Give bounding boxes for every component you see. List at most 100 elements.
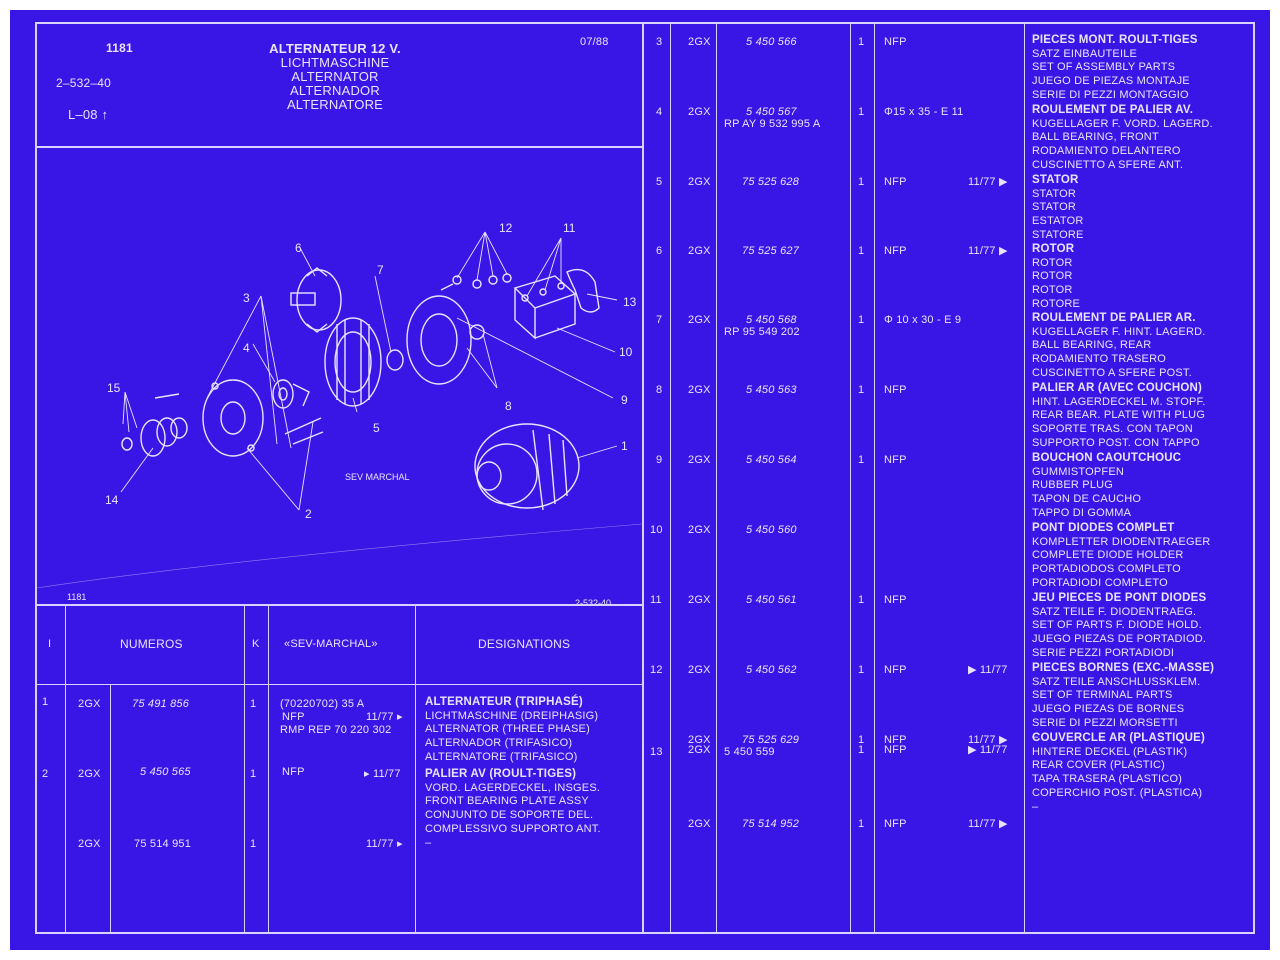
row-maker: NFP xyxy=(884,36,907,48)
callout-2: 2 xyxy=(305,507,312,521)
row-qty-2: 1 xyxy=(858,744,865,756)
row-qty: 1 xyxy=(858,314,865,326)
row-maker: NFP xyxy=(884,734,907,746)
row-number: 5 450 562 xyxy=(746,664,797,676)
designation-line: ROTOR xyxy=(1032,284,1073,297)
row-number: 5 450 566 xyxy=(746,36,797,48)
row-number: 5 450 567 xyxy=(746,106,797,118)
designation-line: SET OF TERMINAL PARTS xyxy=(1032,689,1173,702)
designation-line: JEU PIECES DE PONT DIODES xyxy=(1032,592,1207,604)
designation-line: ROTORE xyxy=(1032,297,1081,310)
row-maker: NFP xyxy=(884,176,907,188)
callout-15: 15 xyxy=(107,381,121,395)
row-qty: 1 xyxy=(250,768,257,780)
row-qty: 1 xyxy=(858,594,865,606)
col-header-k: K xyxy=(252,638,260,650)
row-index: 3 xyxy=(656,36,663,48)
parts-sheet: 1181 2–532–40 L–08 ↑ 07/88 ALTERNATEUR 1… xyxy=(10,10,1270,950)
col-rule-l1 xyxy=(65,604,66,934)
callout-1: 1 xyxy=(621,439,628,453)
row-qty: 1 xyxy=(858,384,865,396)
callout-8: 8 xyxy=(505,399,512,413)
designation-line: SUPPORTO POST. CON TAPPO xyxy=(1032,436,1200,449)
row-number: 5 450 568 xyxy=(746,314,797,326)
designation-line: COMPLESSIVO SUPPORTO ANT. xyxy=(425,822,601,835)
designation-line: PIECES BORNES (EXC.-MASSE) xyxy=(1032,662,1215,674)
col-header-numeros: NUMEROS xyxy=(120,637,183,651)
leader-lines xyxy=(37,231,642,589)
callout-numbers: 1 2 3 4 5 6 7 8 9 10 11 12 13 14 15 SEV … xyxy=(67,221,637,604)
row-number: 5 450 561 xyxy=(746,594,797,606)
designation-line: VORD. LAGERDECKEL, INSGES. xyxy=(425,781,601,794)
row-designation: PALIER AV (ROULT-TIGES) VORD. LAGERDECKE… xyxy=(425,768,601,850)
designation-line: KUGELLAGER F. VORD. LAGERD. xyxy=(1032,117,1213,130)
stator-part xyxy=(324,317,382,407)
designation-line: ROTOR xyxy=(1032,270,1073,283)
page-divider xyxy=(642,22,644,934)
row-maker: NFP xyxy=(884,454,907,466)
row-qty: 1 xyxy=(250,838,257,850)
row-maker: NFP xyxy=(884,818,907,830)
col-rule-r1 xyxy=(670,22,671,934)
designation-line: SATZ EINBAUTEILE xyxy=(1032,47,1138,60)
header-title: ALTERNATEUR 12 V. LICHTMASCHINE ALTERNAT… xyxy=(240,42,430,112)
assembled-alternator xyxy=(474,423,580,511)
designation-line: SOPORTE TRAS. CON TAPON xyxy=(1032,423,1193,436)
row-type: 2GX xyxy=(688,594,711,606)
designation-line: STATOR xyxy=(1032,174,1079,186)
row-index: 12 xyxy=(650,664,663,676)
designation-line: BALL BEARING, REAR xyxy=(1032,339,1152,352)
designation-line: SERIE DI PEZZI MONTAGGIO xyxy=(1032,88,1189,101)
diagram-footer-left: 1181 xyxy=(67,592,86,602)
row-number: 5 450 563 xyxy=(746,384,797,396)
exploded-diagram: 1 2 3 4 5 6 7 8 9 10 11 12 13 14 15 SEV … xyxy=(37,221,642,604)
row-type: 2GX xyxy=(78,698,101,710)
col-header-index: I xyxy=(48,638,52,650)
row-number: 75 514 951 xyxy=(134,838,192,850)
row-type: 2GX xyxy=(688,818,711,830)
designation-line: RODAMIENTO DELANTERO xyxy=(1032,145,1181,158)
col-rule-r4 xyxy=(874,22,875,934)
title-line-es: ALTERNADOR xyxy=(290,83,380,98)
row-qty: 1 xyxy=(858,36,865,48)
row-index: 10 xyxy=(650,524,663,536)
designation-line: RUBBER PLUG xyxy=(1032,479,1114,492)
row-type: 2GX xyxy=(688,245,711,257)
row-index: 11 xyxy=(650,594,662,606)
row-index: 9 xyxy=(656,454,663,466)
row-number-2: RP AY 9 532 995 A xyxy=(724,118,821,130)
row-qty: 1 xyxy=(250,698,257,710)
row-qty: 1 xyxy=(858,454,865,466)
designation-line: BOUCHON CAOUTCHOUC xyxy=(1032,452,1182,464)
row-index: 1 xyxy=(42,696,49,708)
designation-line: PALIER AR (AVEC COUCHON) xyxy=(1032,382,1203,394)
row-date: 11/77 ▶ xyxy=(968,818,1008,830)
designation-line: – xyxy=(425,836,432,849)
row-number: 75 525 627 xyxy=(742,245,800,257)
designation-line: ESTATOR xyxy=(1032,215,1084,228)
title-line-de: LICHTMASCHINE xyxy=(280,55,390,70)
callout-13: 13 xyxy=(623,295,637,309)
designation-line: HINT. LAGERDECKEL M. STOPF. xyxy=(1032,395,1206,408)
row-type: 2GX xyxy=(688,176,711,188)
designation-line: TAPON DE CAUCHO xyxy=(1032,493,1142,506)
row-number: 75 491 856 xyxy=(132,698,190,710)
header-rule xyxy=(35,146,643,148)
row-index: 6 xyxy=(656,245,663,257)
row-maker-date: ▸ 11/77 xyxy=(364,768,401,780)
designation-line: REAR COVER (PLASTIC) xyxy=(1032,759,1165,772)
callout-12: 12 xyxy=(499,221,513,235)
designation-line: CUSCINETTO A SFERE POST. xyxy=(1032,366,1192,379)
designation-line: ALTERNATEUR (TRIPHASÉ) xyxy=(425,696,583,708)
row-type: 2GX xyxy=(688,106,711,118)
designation-line: CONJUNTO DE SOPORTE DEL. xyxy=(425,809,594,822)
col-header-designations: DESIGNATIONS xyxy=(478,637,571,651)
table-head-rule xyxy=(35,684,643,685)
header-level: L–08 ↑ xyxy=(68,107,109,122)
rear-bearing-part xyxy=(386,349,404,371)
col-rule-l3 xyxy=(268,604,269,934)
col-rule-l2 xyxy=(244,604,245,934)
